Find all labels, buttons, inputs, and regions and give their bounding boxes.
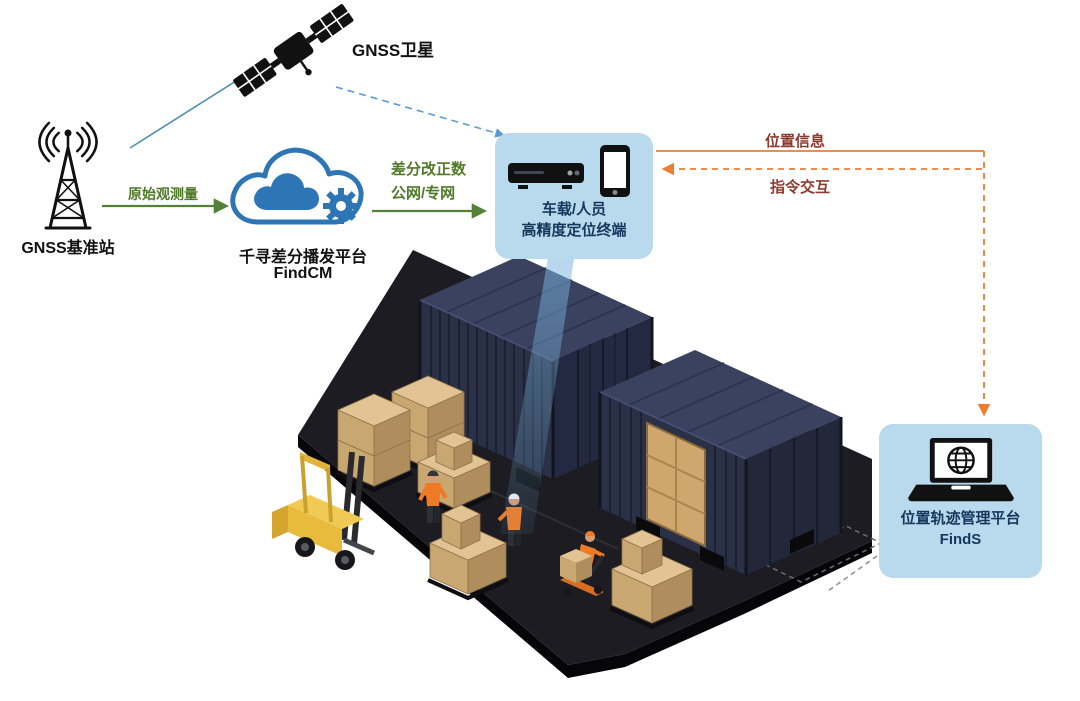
cloud-gear-icon <box>230 147 364 225</box>
network-label: 公网/专网 <box>391 185 456 202</box>
warehouse-illustration <box>272 250 883 678</box>
base-station-icon <box>38 121 98 230</box>
cloud-platform-name: 千寻差分播发平台 <box>238 249 367 266</box>
connector-lines <box>102 61 991 592</box>
terminal-panel: 车载/人员 高精度定位终端 <box>495 133 653 259</box>
management-platform-panel: 位置轨迹管理平台 FindS <box>879 424 1042 578</box>
receiver-phone-icon <box>508 145 630 197</box>
command-interaction-label: 指令交互 <box>770 179 831 196</box>
gear-icon <box>323 188 359 224</box>
container-right <box>598 350 843 575</box>
base-station-label: GNSS基准站 <box>21 240 115 257</box>
forklift <box>272 451 375 570</box>
laptop-globe-icon <box>907 437 1014 502</box>
management-platform-name: 位置轨迹管理平台 <box>900 510 1021 527</box>
positioning-beam <box>500 252 575 534</box>
pallet-jack <box>560 549 605 596</box>
carton-group-center <box>427 504 509 601</box>
raw-observation-label: 原始观测量 <box>128 186 198 202</box>
inner-cloud <box>254 173 319 210</box>
cloud-platform-product: FindCM <box>273 265 333 282</box>
position-info-label: 位置信息 <box>765 133 826 150</box>
satellite-icon <box>233 4 354 97</box>
management-platform-product: FindS <box>939 531 982 548</box>
terminal-label-line1: 车载/人员 <box>541 201 607 218</box>
container-open-door <box>646 421 706 548</box>
worker-1 <box>418 470 448 523</box>
satellite-label: GNSS卫星 <box>352 41 435 60</box>
finds-to-yard-link <box>827 555 878 592</box>
correction-label: 差分改正数 <box>391 161 467 178</box>
satellite-to-terminal-link <box>335 86 505 138</box>
terminal-label-line2: 高精度定位终端 <box>521 222 627 239</box>
carton-group-right <box>609 529 695 630</box>
